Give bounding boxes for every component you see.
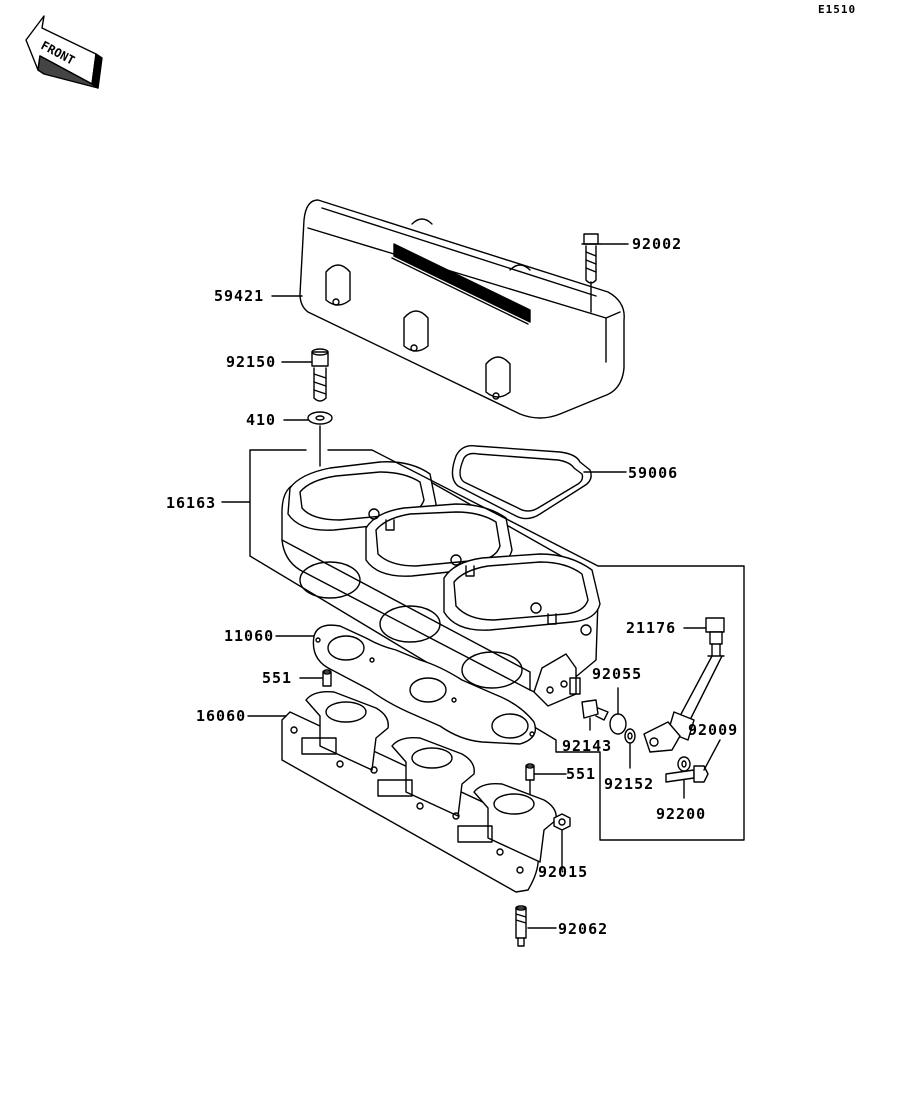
part-label-92015: 92015 (538, 863, 589, 881)
nut-92015 (553, 813, 571, 871)
part-label-551-b: 551 (566, 765, 597, 783)
sensor-21176 (643, 617, 725, 753)
intake-manifold (281, 690, 557, 893)
leader-lines (221, 243, 707, 929)
part-label-92002: 92002 (632, 235, 683, 253)
gasket-11060 (312, 624, 537, 745)
part-label-21176: 21176 (626, 619, 677, 637)
stud-92062 (515, 905, 527, 947)
part-label-410: 410 (246, 411, 277, 429)
bolt-92002 (581, 233, 601, 313)
front-arrow-icon (25, 15, 103, 89)
valve-cover (299, 199, 625, 419)
dowel-pin-551-a (322, 669, 332, 687)
bolt-92150 (311, 348, 329, 402)
part-label-11060: 11060 (224, 627, 275, 645)
fitting-92143 (581, 699, 609, 731)
part-label-92055: 92055 (592, 665, 643, 683)
part-label-16060: 16060 (196, 707, 247, 725)
part-label-59006: 59006 (628, 464, 679, 482)
part-label-16163: 16163 (166, 494, 217, 512)
part-label-92009: 92009 (688, 721, 739, 739)
part-label-92200: 92200 (656, 805, 707, 823)
part-label-92150: 92150 (226, 353, 277, 371)
washer-410 (307, 411, 333, 467)
part-label-59421: 59421 (214, 287, 265, 305)
part-label-92143: 92143 (562, 737, 613, 755)
bolt-92009 (665, 739, 721, 783)
bracket-16163 (249, 449, 745, 841)
washer-92152 (624, 728, 636, 769)
part-label-92152: 92152 (604, 775, 655, 793)
o-ring-92055 (609, 687, 627, 735)
gasket-59006 (451, 445, 592, 520)
part-label-92062: 92062 (558, 920, 609, 938)
part-label-551-a: 551 (262, 669, 293, 687)
throttle-body (281, 461, 601, 707)
diagram-code: E1510 (818, 3, 857, 16)
